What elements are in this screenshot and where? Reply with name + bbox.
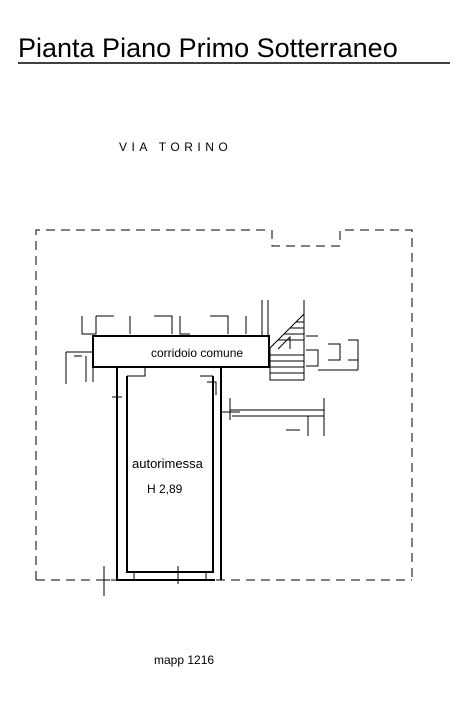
property-boundary	[35, 229, 413, 581]
staircase	[269, 300, 305, 381]
parcel-number: mapp 1216	[154, 653, 214, 667]
common-corridor	[65, 300, 270, 384]
ceiling-height: H 2,89	[147, 482, 183, 496]
garage-label: autorimessa	[132, 456, 204, 471]
corridor-label: corridoio comune	[151, 346, 243, 360]
street-label: VIA TORINO	[119, 140, 232, 154]
adjacent-walls	[220, 335, 359, 436]
garage-room	[93, 366, 222, 596]
page-title: Pianta Piano Primo Sotterraneo	[18, 33, 398, 63]
